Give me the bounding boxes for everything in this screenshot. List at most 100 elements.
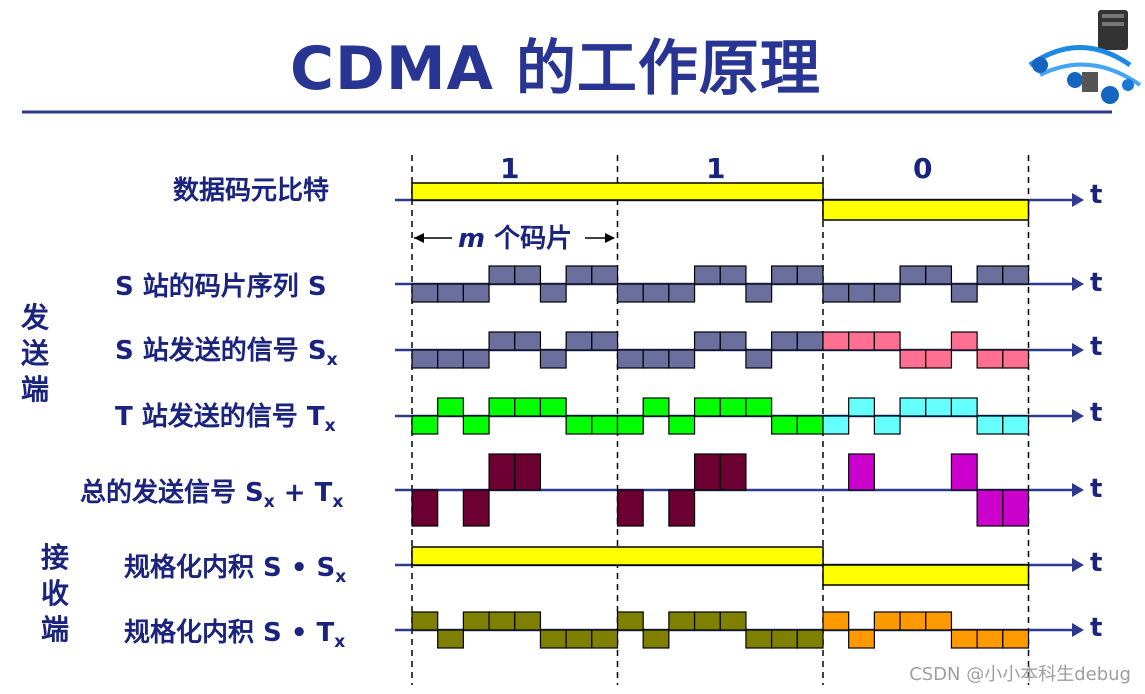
chip-sx (462, 349, 490, 369)
chip-sx (565, 331, 593, 351)
axis-arrow-icon (1072, 483, 1084, 497)
axis-arrow-icon (1072, 193, 1084, 207)
chip-tx (873, 415, 901, 435)
axis-arrow-icon (1072, 409, 1084, 423)
chip-s (514, 265, 542, 285)
chip-s (1002, 265, 1030, 285)
chip-tx (616, 415, 644, 435)
axis-arrow-icon (1072, 277, 1084, 291)
chip-s (848, 283, 875, 303)
chip-sum (1002, 489, 1030, 527)
chip-sum (411, 489, 439, 527)
chip-s (616, 283, 644, 303)
chip-st (616, 611, 644, 631)
chip-tx (899, 397, 927, 417)
chip-tx (745, 397, 773, 417)
chip-tx (591, 415, 619, 435)
chip-s (437, 283, 464, 303)
chip-sx (899, 349, 927, 369)
chip-st (462, 611, 490, 631)
chip-s (976, 265, 1004, 285)
chip-sx (976, 349, 1004, 369)
data-bit-bar (411, 182, 824, 201)
axis-arrow-icon (1072, 558, 1084, 572)
chip-st (565, 629, 593, 649)
chip-sx (488, 331, 516, 351)
data-bit-bar (822, 199, 1030, 221)
chip-tx (437, 397, 464, 417)
chip-st (950, 629, 978, 649)
inner-ss-bar (822, 564, 1030, 586)
chip-sx (925, 349, 953, 369)
chip-sum (616, 489, 644, 527)
bit-label-2: 1 (706, 152, 726, 185)
chip-sum (719, 453, 747, 491)
chip-st (591, 629, 619, 649)
row-label-inner-product-ss: 规格化内积 S • Sx (124, 553, 347, 588)
row-label-inner-product-st: 规格化内积 S • Tx (124, 618, 346, 653)
chip-st (976, 629, 1004, 649)
row-label-t-signal: T 站发送的信号 Tx (115, 402, 336, 437)
row-label-data-bits: 数据码元比特 (173, 176, 330, 206)
chip-sx (771, 331, 798, 351)
chip-st (1002, 629, 1030, 649)
chip-s (771, 265, 798, 285)
axis-arrow-icon (1072, 623, 1084, 637)
chip-sx (437, 349, 464, 369)
chip-sx (745, 349, 773, 369)
chip-sx (873, 331, 901, 351)
page-title: CDMA 的工作原理 (290, 34, 821, 104)
chip-tx (719, 397, 747, 417)
chip-sum (848, 453, 875, 491)
bit-label-3: 0 (913, 152, 933, 185)
chip-st (925, 611, 953, 631)
t-axis-label: t (1090, 268, 1103, 298)
chip-st (437, 629, 464, 649)
chip-st (719, 611, 747, 631)
chip-sx (591, 331, 619, 351)
chip-sum (976, 489, 1004, 527)
t-axis-label: t (1090, 613, 1103, 643)
row-label-s-signal: S 站发送的信号 Sx (115, 336, 338, 371)
t-axis-label: t (1090, 548, 1103, 578)
chip-st (488, 611, 516, 631)
chip-tx (796, 415, 824, 435)
chip-tx (411, 415, 439, 435)
chip-st (848, 629, 875, 649)
m-arrow-right-icon (605, 233, 615, 243)
chip-sx (539, 349, 567, 369)
chip-tx (950, 397, 978, 417)
chip-st (873, 611, 901, 631)
row-label-total-signal: 总的发送信号 Sx + Tx (80, 478, 344, 513)
chip-sx (668, 349, 696, 369)
chip-sx (822, 331, 850, 351)
chip-st (539, 629, 567, 649)
chip-tx (693, 397, 721, 417)
chip-sx (514, 331, 542, 351)
chip-st (693, 611, 721, 631)
chip-s (925, 265, 953, 285)
chip-s (693, 265, 721, 285)
chip-st (514, 611, 542, 631)
chip-tx (565, 415, 593, 435)
chip-tx (539, 397, 567, 417)
chip-sum (462, 489, 490, 527)
chip-s (642, 283, 670, 303)
t-axis-label: t (1090, 398, 1103, 428)
chip-sx (642, 349, 670, 369)
chip-tx (1002, 415, 1030, 435)
chip-sx (411, 349, 439, 369)
row-label-s-chip-sequence: S 站的码片序列 S (115, 272, 327, 302)
chip-s (462, 283, 490, 303)
chip-tx (925, 397, 953, 417)
t-axis-label: t (1090, 332, 1103, 362)
chip-s (950, 283, 978, 303)
t-axis-label: t (1090, 474, 1103, 504)
chip-s (411, 283, 439, 303)
chip-tx (771, 415, 798, 435)
chip-sx (693, 331, 721, 351)
chip-sum (693, 453, 721, 491)
chip-sx (950, 331, 978, 351)
bit-label-1: 1 (500, 152, 520, 185)
